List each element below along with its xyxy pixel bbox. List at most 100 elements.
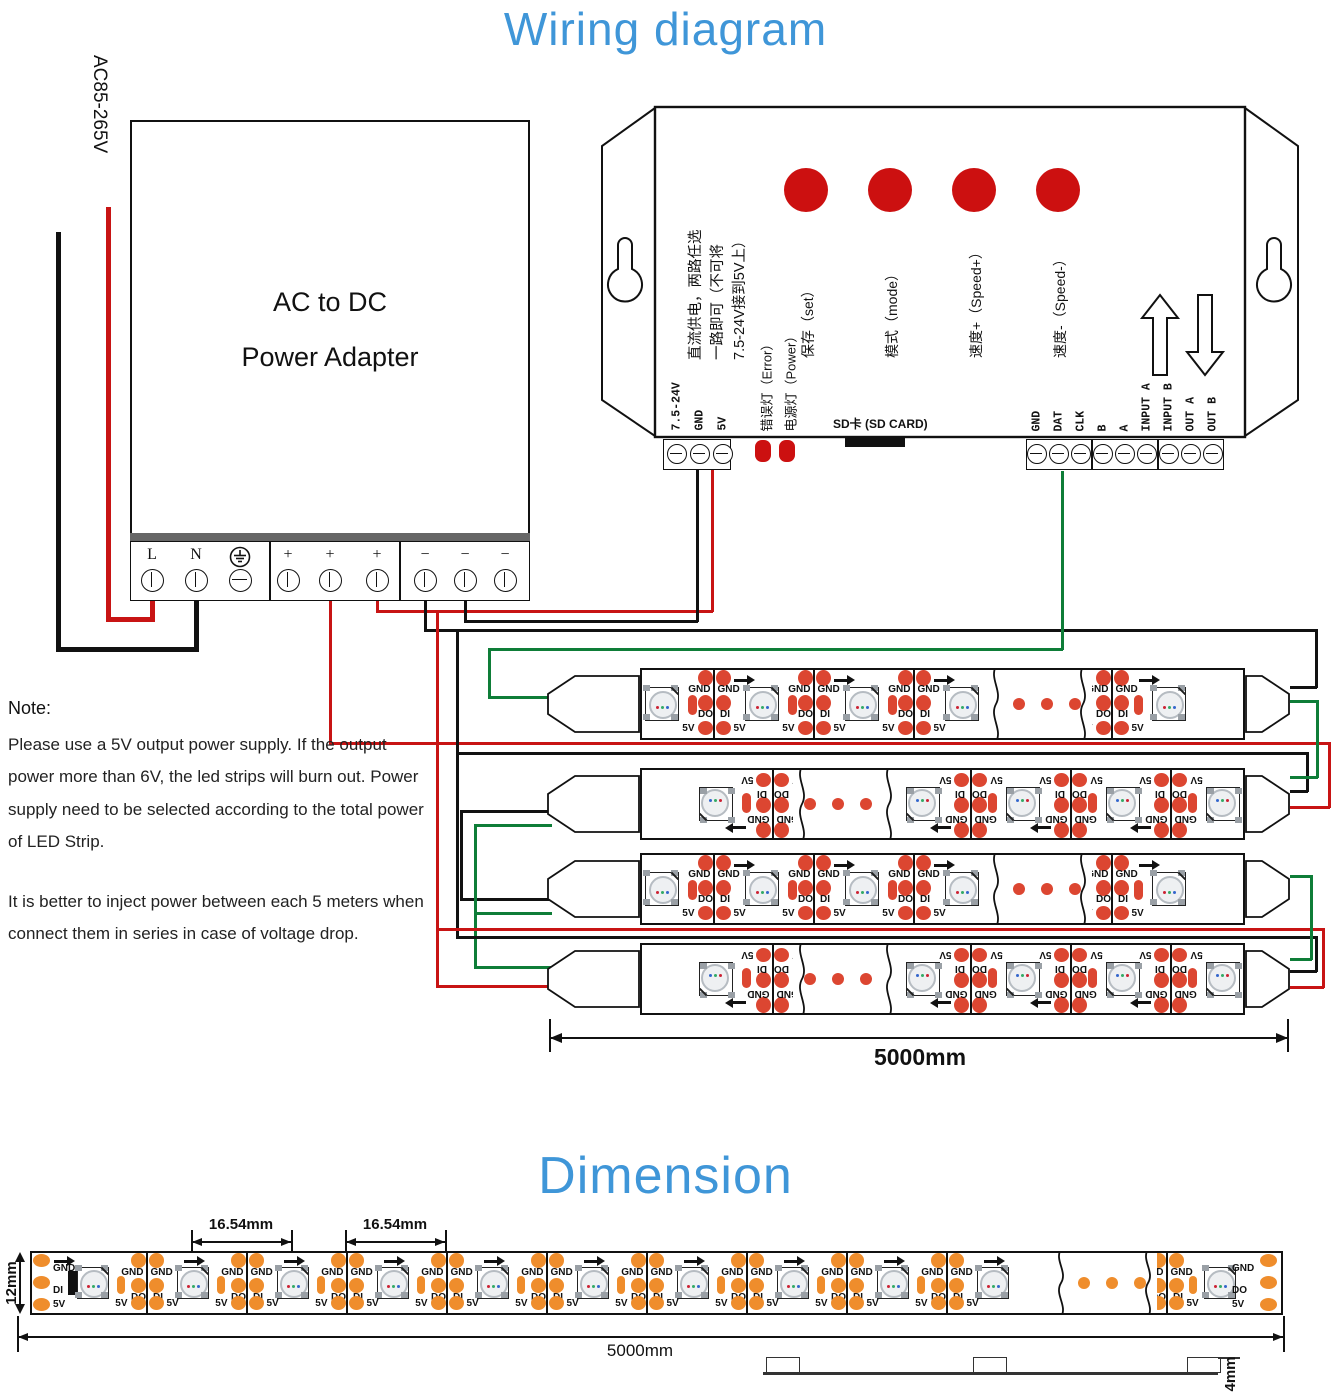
led-pin [1178,899,1185,905]
solder-pad [648,1278,664,1293]
edge-pad [33,1298,50,1311]
led-rgb-dots [656,891,672,895]
screw-terminal[interactable] [1181,444,1201,464]
pad-label: 5V [666,1297,679,1309]
speed-plus-button[interactable] [952,168,996,212]
screw-terminal[interactable] [690,444,710,464]
solder-pads [615,1278,679,1293]
pad-label: 5V [933,722,946,734]
screw-terminal[interactable] [276,568,300,592]
cut-dot [1134,1277,1146,1289]
ctrl-right-terminal-label: GND [1030,410,1044,432]
screw-terminal[interactable] [713,444,733,464]
solder-pad [954,997,970,1013]
screw-terminal[interactable] [1115,444,1135,464]
pad-label: GND [1086,869,1109,880]
wire-segment [1316,700,1319,778]
mode-button[interactable] [868,168,912,212]
solder-pad [448,1278,464,1293]
screw-terminal[interactable] [184,568,208,592]
note-paragraph-2: It is better to inject power between eac… [8,892,424,944]
pad-labels: DO DI [682,709,746,720]
screw-terminal[interactable] [365,568,389,592]
screw-terminal[interactable] [1027,444,1047,464]
solder-pad [1072,972,1088,988]
screw-terminal[interactable] [493,568,517,592]
screw-terminal[interactable] [1071,444,1091,464]
wire-segment [474,966,552,969]
screw-terminal[interactable] [1049,444,1069,464]
arrow-head [1130,823,1138,833]
dim-arrowhead [550,1033,562,1043]
cut-dot [860,798,872,810]
solder-pad [972,972,988,988]
solder-pad [915,670,931,686]
cut-curve [1052,1253,1070,1313]
solder-pad [1072,822,1088,838]
led-pin [871,870,878,876]
wire-segment [424,629,1317,632]
pad-label: 5V [1090,774,1103,786]
screw-slot [1096,452,1108,455]
solder-pads [715,1278,779,1293]
led-pin [643,685,650,691]
led-pin [901,1292,908,1298]
solder-pad [930,1296,946,1310]
speed-minus-button[interactable] [1036,168,1080,212]
cut-curve [1074,670,1092,738]
screw-terminal[interactable] [453,568,477,592]
led-module [575,1265,610,1299]
arrow-head [897,1256,905,1266]
side-pad [417,1276,425,1294]
solder-pad [897,880,913,896]
error-led-indicator [755,440,771,462]
screw-terminal[interactable] [140,568,164,592]
side-pad [217,1276,225,1294]
arrow-shaft [934,679,948,682]
led-pin [935,817,942,823]
screw-slot [150,571,153,587]
arrow-shaft [1137,826,1151,829]
screw-terminal[interactable] [413,568,437,592]
side-pad [688,880,697,900]
solder-pad [1072,948,1088,962]
pad-label: 5V [466,1297,479,1309]
screw-terminal[interactable] [318,568,342,592]
strip-width-label: 12mm [3,1261,20,1305]
wire-segment [106,617,155,622]
pad-label: DI [920,709,930,720]
ctrl-right-terminal-label: A [1118,424,1132,432]
direction-arrow-icon [284,1256,305,1266]
set-button[interactable] [784,168,828,212]
solder-pad [954,972,970,988]
led-pin [743,899,750,905]
pad-label: DI [820,894,830,905]
led-pin [1228,1265,1235,1271]
solder-pad [430,1253,446,1268]
arrow-head [597,1256,605,1266]
screw-terminal[interactable] [1203,444,1223,464]
edge-pad [33,1254,50,1267]
screw-terminal[interactable] [228,568,252,592]
pad-label: GND [688,869,711,880]
led-pin [728,963,735,969]
pad-label: GND [650,1267,673,1278]
screw-terminal[interactable] [1159,444,1179,464]
solder-pad [697,695,713,711]
solder-pad [130,1296,146,1310]
led-lens [949,691,977,719]
screw-terminal[interactable] [667,444,687,464]
pad-label: 5V [741,949,754,961]
edge-pad-label: 5V [1232,1299,1245,1310]
screw-terminal[interactable] [1137,444,1157,464]
arrow-head [847,675,855,685]
pad-label: DO [698,709,713,720]
screw-terminal[interactable] [1093,444,1113,464]
pad-label: DI [720,709,730,720]
